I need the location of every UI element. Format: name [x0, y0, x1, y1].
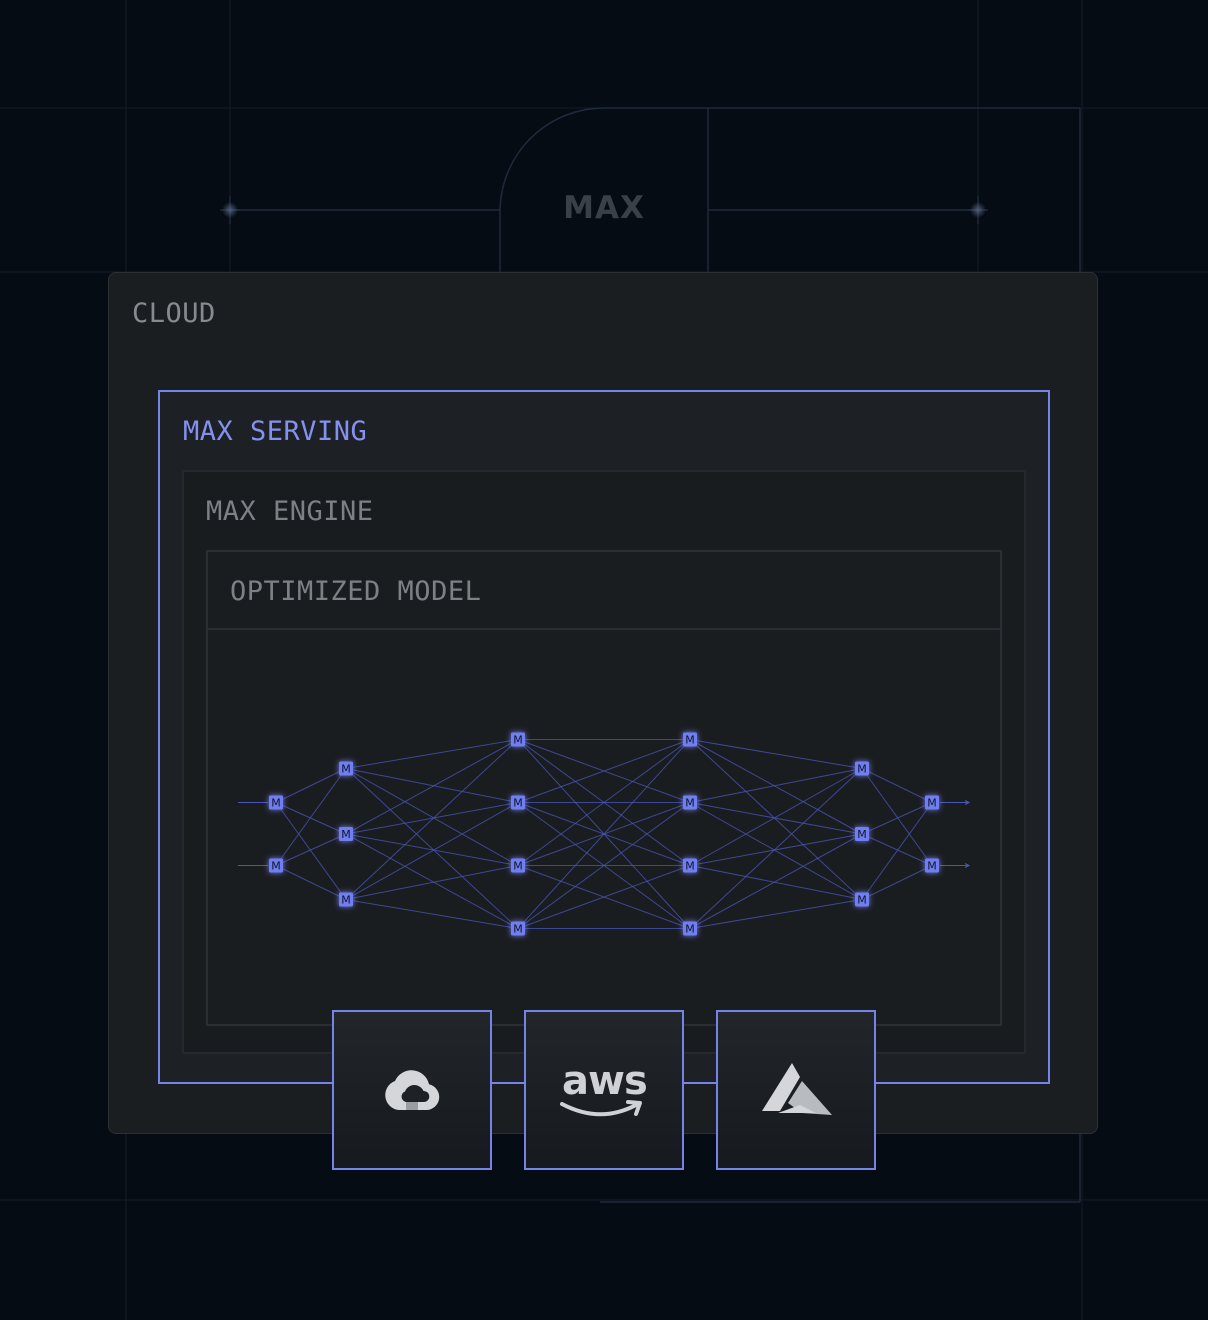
- network-edge: [689, 768, 863, 866]
- network-node: M: [511, 921, 525, 936]
- network-edge: [345, 802, 519, 835]
- model-header-divider: [206, 628, 1002, 630]
- network-edge: [689, 802, 863, 900]
- optimized-model-label: OPTIMIZED MODEL: [230, 576, 482, 607]
- network-edge: [345, 833, 519, 929]
- network-edge: [861, 768, 933, 866]
- network-edge: [689, 768, 863, 929]
- network-edge: [345, 802, 519, 900]
- neural-network-graph: M M M M M M M M M M M M M M M M M M: [238, 732, 971, 936]
- network-node: M: [925, 858, 939, 873]
- network-edge: [861, 802, 933, 900]
- network-edge: [861, 865, 933, 900]
- network-edge: [689, 833, 863, 929]
- network-edge: [345, 865, 519, 900]
- node-glyph: M: [857, 763, 867, 776]
- node-glyph: M: [513, 923, 523, 936]
- network-edge: [275, 802, 347, 835]
- aws-tile[interactable]: aws: [524, 1010, 684, 1170]
- network-node: M: [269, 858, 283, 873]
- network-edge: [517, 865, 691, 929]
- node-glyph: M: [513, 860, 523, 873]
- network-edge: [345, 739, 519, 769]
- network-edge: [275, 768, 347, 803]
- network-node: M: [683, 858, 697, 873]
- network-node: M: [925, 795, 939, 810]
- node-glyph: M: [927, 860, 937, 873]
- azure-icon: [762, 1063, 832, 1115]
- network-node: M: [683, 732, 697, 747]
- network-edge: [861, 833, 933, 866]
- network-node: M: [339, 892, 353, 907]
- network-edge: [345, 739, 519, 835]
- network-edge: [689, 739, 863, 900]
- node-glyph: M: [685, 734, 695, 747]
- network-edge: [275, 833, 347, 866]
- network-edge: [345, 833, 519, 866]
- network-edge: [345, 768, 519, 929]
- network-node: M: [339, 761, 353, 776]
- network-edge: [689, 833, 863, 866]
- node-glyph: M: [685, 860, 695, 873]
- azure-tile[interactable]: [716, 1010, 876, 1170]
- network-edge: [517, 739, 691, 803]
- max-engine-label: MAX ENGINE: [206, 496, 374, 527]
- network-edge: [345, 739, 519, 900]
- node-glyph: M: [857, 828, 867, 841]
- network-node: M: [683, 795, 697, 810]
- network-edge: [861, 768, 933, 803]
- output-arrow: [964, 800, 971, 805]
- network-edge: [689, 739, 863, 835]
- network-node: M: [855, 761, 869, 776]
- network-edge: [689, 899, 863, 929]
- node-glyph: M: [341, 828, 351, 841]
- network-edge: [517, 802, 691, 929]
- node-glyph: M: [513, 797, 523, 810]
- node-glyph: M: [857, 894, 867, 907]
- aws-wordmark: aws: [562, 1058, 647, 1104]
- network-node: M: [511, 732, 525, 747]
- cloud-label: CLOUD: [132, 298, 216, 329]
- google-cloud-tile[interactable]: [332, 1010, 492, 1170]
- node-glyph: M: [927, 797, 937, 810]
- network-edge: [345, 768, 519, 803]
- network-edge: [689, 739, 863, 769]
- network-node: M: [269, 795, 283, 810]
- max-logo: MAX: [563, 190, 645, 226]
- google-cloud-icon: [385, 1070, 440, 1111]
- network-edge: [517, 739, 691, 866]
- network-edge: [275, 865, 347, 900]
- network-edge: [345, 768, 519, 866]
- aws-icon: aws: [560, 1058, 648, 1117]
- output-arrow: [964, 863, 971, 868]
- node-glyph: M: [271, 797, 281, 810]
- node-glyph: M: [685, 923, 695, 936]
- network-node: M: [855, 892, 869, 907]
- network-node: M: [339, 827, 353, 841]
- max-serving-label: MAX SERVING: [183, 416, 368, 447]
- network-edge: [275, 768, 347, 866]
- network-node: M: [855, 827, 869, 841]
- node-glyph: M: [341, 894, 351, 907]
- network-node: M: [683, 921, 697, 936]
- network-edge: [275, 802, 347, 900]
- network-edge: [345, 899, 519, 929]
- network-edge: [861, 802, 933, 835]
- network-node: M: [511, 795, 525, 810]
- network-node: M: [511, 858, 525, 873]
- network-edge: [689, 802, 863, 835]
- network-edge: [689, 768, 863, 803]
- node-glyph: M: [341, 763, 351, 776]
- node-glyph: M: [685, 797, 695, 810]
- network-edge: [517, 739, 691, 929]
- network-edge: [689, 865, 863, 900]
- node-glyph: M: [513, 734, 523, 747]
- node-glyph: M: [271, 860, 281, 873]
